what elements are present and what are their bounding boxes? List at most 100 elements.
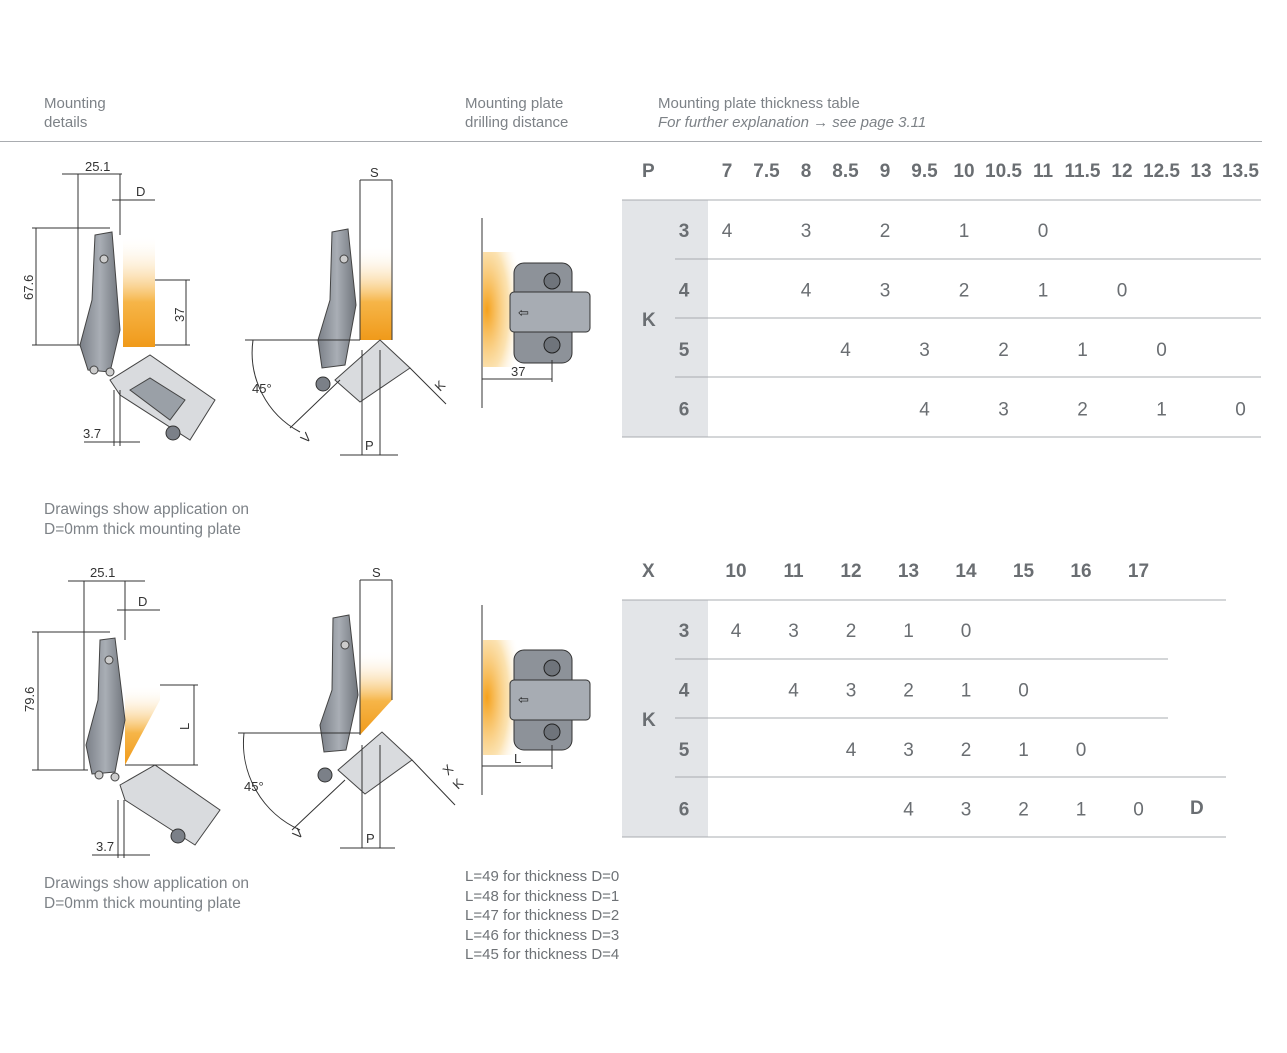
table-cell: 4	[846, 740, 857, 761]
hinge-arm	[85, 637, 126, 775]
mounting-detail-drawing-top: 25.1 D 67.6 37 3.7	[21, 159, 216, 446]
thickness-table-header: Mounting plate thickness table For furth…	[658, 94, 926, 132]
hinge-drawings: 25.1 D 67.6 37 3.7 S 45° K V P ⇦	[21, 159, 591, 858]
table-header-cell: 12.5	[1143, 161, 1180, 182]
dim-depth-label: 37	[172, 308, 187, 322]
table-header-cell: 10.5	[985, 161, 1022, 182]
l-value-item: L=45 for thickness D=4	[465, 946, 620, 964]
dim-depth-label: L	[177, 723, 192, 730]
table-header-cell: 15	[1013, 561, 1035, 582]
table-header-cell: 9.5	[911, 161, 938, 182]
table-cell: 2	[846, 621, 857, 642]
dim-s-label: S	[370, 165, 379, 180]
mounting-detail-drawing-bottom: 25.1 D 79.6 L 3.7	[22, 565, 221, 858]
table-cell: 0	[1018, 681, 1029, 702]
table-header-cell: 13.5	[1222, 161, 1259, 182]
hinge-arm	[79, 231, 121, 373]
mounting-plate-drawing-bottom: ⇦ L	[481, 605, 591, 795]
cabinet-side-panel	[123, 235, 155, 347]
table-header-cell: 10	[953, 161, 974, 182]
table-cell: 4	[788, 681, 799, 702]
screw-icon	[170, 828, 186, 844]
table-cell: 1	[1076, 800, 1087, 821]
table-cell: 2	[998, 340, 1009, 361]
table-header-cell: 7	[722, 161, 733, 182]
table-row-k-label: 6	[679, 400, 690, 421]
table-cell: 4	[722, 221, 733, 242]
dim-width-label: 25.1	[90, 565, 115, 580]
dim-offset-label: 3.7	[83, 426, 101, 441]
table-cell: 0	[1156, 340, 1167, 361]
table-cell: 0	[1133, 800, 1144, 821]
l-value-item: L=46 for thickness D=3	[465, 926, 620, 944]
table-cell: 3	[801, 221, 812, 242]
l-values-list: L=49 for thickness D=0 L=48 for thicknes…	[465, 867, 619, 965]
dim-plate-label: 37	[511, 364, 525, 379]
table-cell: 4	[801, 281, 812, 302]
dim-width-label: 25.1	[85, 159, 110, 174]
table-side-label: K	[642, 710, 656, 731]
screw-icon	[543, 272, 561, 290]
table-cell: 1	[903, 621, 914, 642]
table-side-label: K	[642, 310, 656, 331]
table-cell: 2	[1077, 400, 1088, 421]
table-head-label: X	[642, 561, 655, 582]
table-cell: 1	[1018, 740, 1029, 761]
drawing-note-bottom: Drawings show application on D=0mm thick…	[44, 875, 250, 912]
table-row-k-label: 4	[679, 681, 690, 702]
header-divider	[0, 141, 1262, 142]
dim-height-label: 67.6	[21, 275, 36, 300]
screw-icon	[543, 723, 561, 741]
table-cell: 4	[840, 340, 851, 361]
table-cell: 1	[1038, 281, 1049, 302]
table-row-k-label: 3	[679, 621, 690, 642]
dim-d-label: D	[138, 594, 147, 609]
dim-angle-label: 45°	[244, 779, 264, 794]
arrow-left-icon: ⇦	[518, 305, 529, 320]
arrow-left-icon: ⇦	[518, 692, 529, 707]
dim-plate-label: L	[514, 751, 521, 766]
table-header-cell: 8	[801, 161, 812, 182]
table-cell: 0	[1038, 221, 1049, 242]
door-panel	[337, 731, 413, 795]
table-header-cell: 13	[898, 561, 919, 582]
table-header-cell: 13	[1190, 161, 1211, 182]
thickness-table-subtitle: For further explanation → see page 3.11	[658, 114, 927, 131]
dim-p-label: P	[366, 831, 375, 846]
table-cell: 1	[959, 221, 970, 242]
table-cell: 0	[1117, 281, 1128, 302]
table-cell: 4	[919, 400, 930, 421]
table-cell: 3	[788, 621, 799, 642]
dim-k-label: K	[450, 775, 467, 792]
mounting-details-header: Mounting details	[44, 95, 106, 131]
table-row-k-label: 6	[679, 800, 690, 821]
table-header-cell: 12	[1111, 161, 1132, 182]
table-header-cell: 11.5	[1065, 161, 1101, 182]
table-cell: 4	[903, 800, 914, 821]
drilling-distance-header: Mounting plate drilling distance	[465, 95, 569, 131]
dim-offset-label: 3.7	[96, 839, 114, 854]
table-corner-label: D	[1190, 798, 1204, 819]
drawing-note-top: Drawings show application on D=0mm thick…	[44, 501, 250, 538]
thickness-table-title: Mounting plate thickness table	[658, 95, 860, 112]
table-header-cell: 16	[1070, 561, 1091, 582]
table-cell: 2	[959, 281, 970, 302]
mounting-plate-drawing-top: ⇦ 37	[481, 218, 591, 408]
dim-x-label: X	[440, 761, 457, 778]
table-cell: 2	[880, 221, 891, 242]
table-header-cell: 7.5	[753, 161, 780, 182]
table-header-cell: 10	[725, 561, 746, 582]
table-header-cell: 9	[880, 161, 891, 182]
table-cell: 0	[961, 621, 972, 642]
table-cell: 2	[961, 740, 972, 761]
opening-angle-drawing-top: S 45° K V P	[245, 165, 448, 456]
table-cell: 3	[846, 681, 857, 702]
screw-icon	[165, 425, 181, 441]
table-header-cell: 11	[1033, 161, 1054, 182]
dim-angle-label: 45°	[252, 381, 272, 396]
screw-icon	[543, 336, 561, 354]
table-row-k-label: 5	[679, 340, 690, 361]
table-cell: 1	[961, 681, 972, 702]
